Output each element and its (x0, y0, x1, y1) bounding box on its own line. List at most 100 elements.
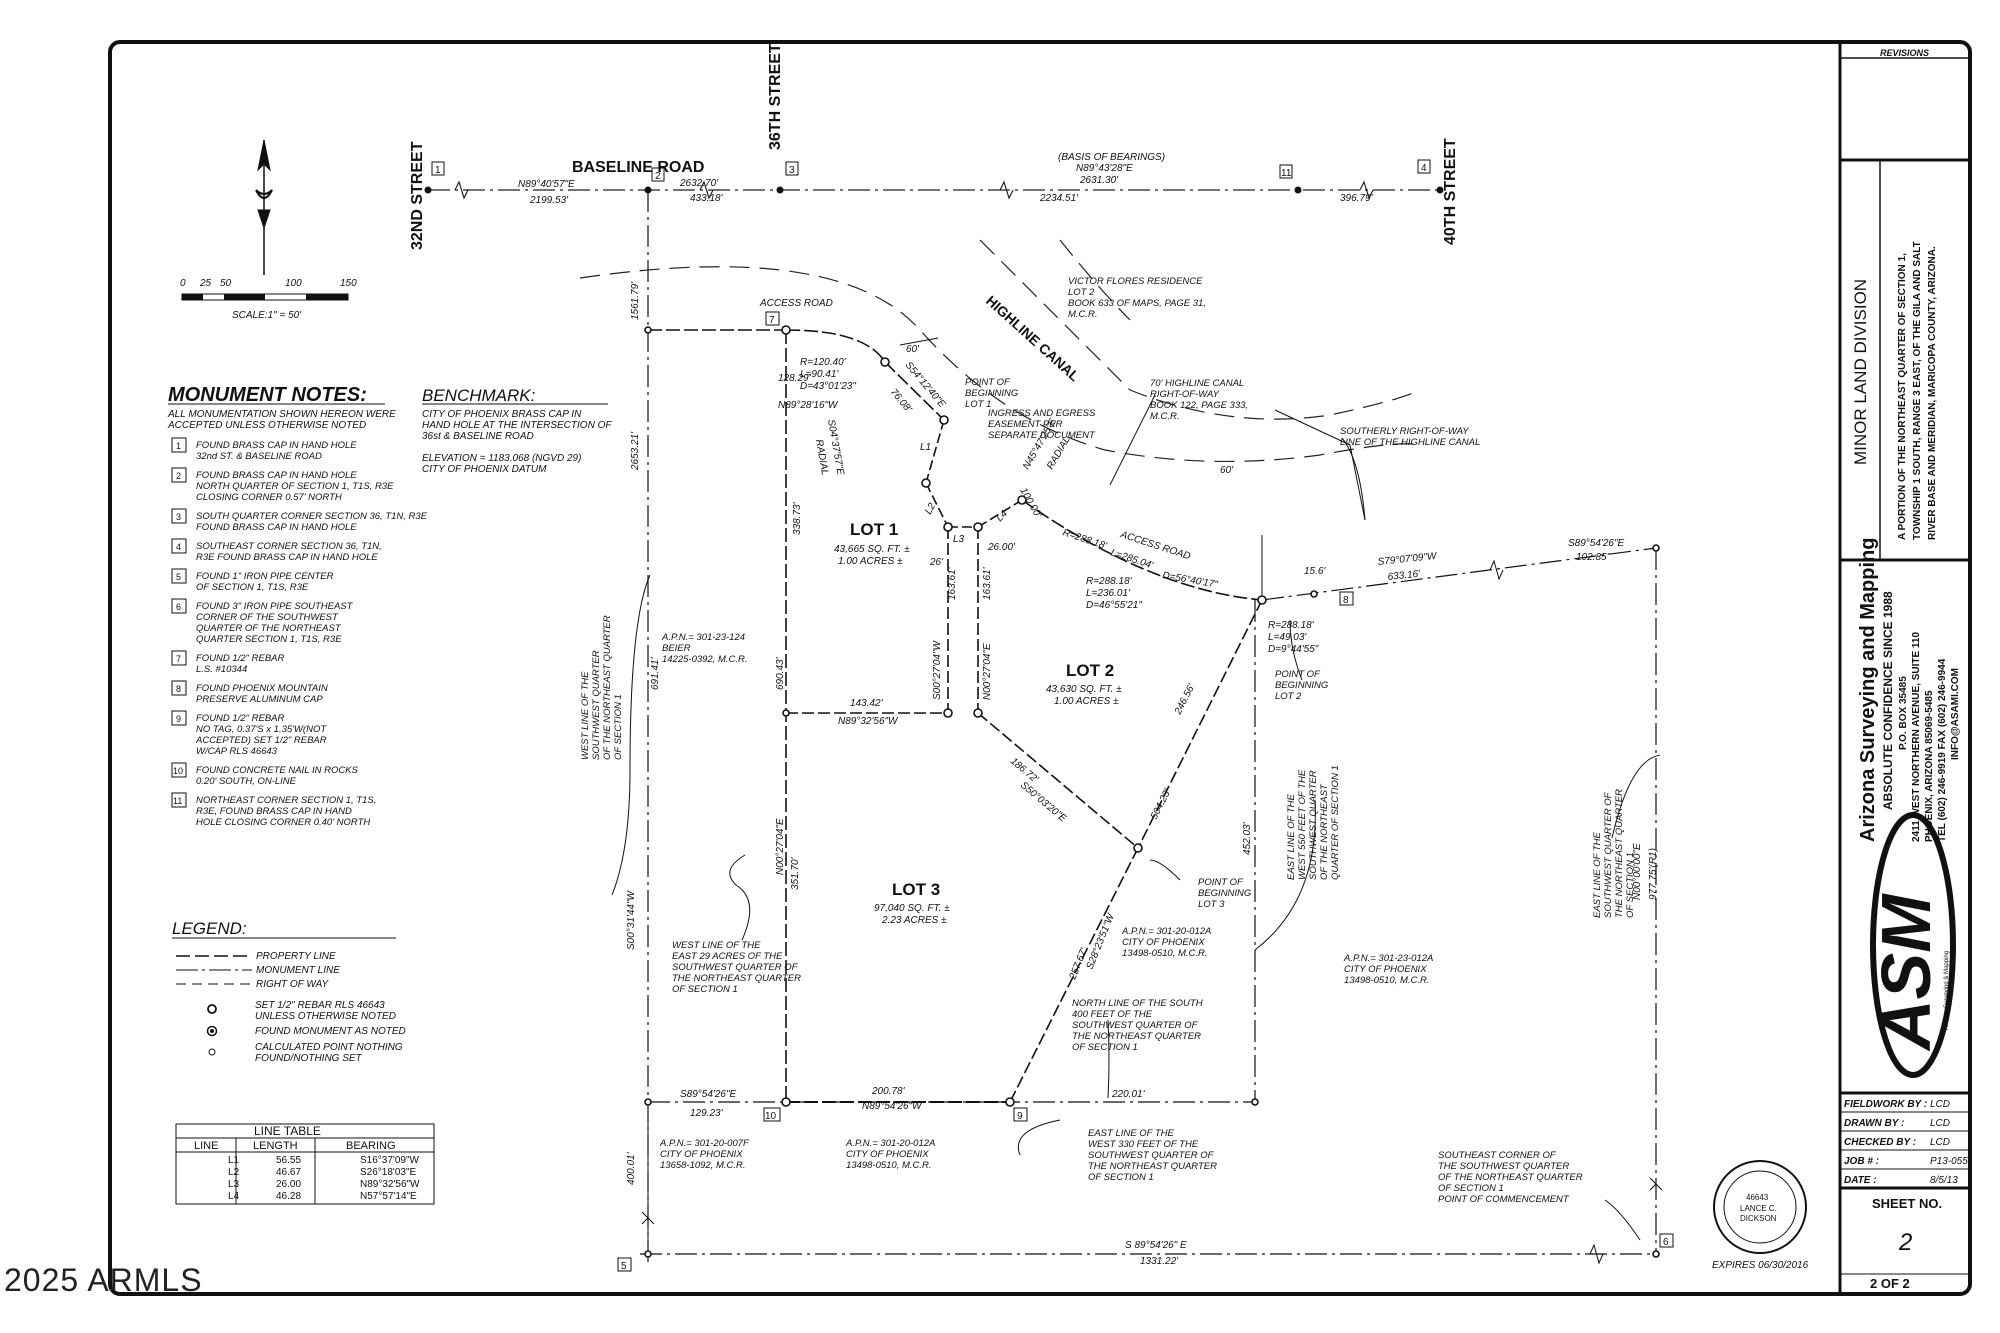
apn-301-23-124-line: A.P.N.= 301-23-124 (661, 632, 745, 643)
west-29-acres-line: THE NORTHEAST QUARTER (672, 973, 801, 984)
mon-tag-9: 9 (1017, 1111, 1023, 1122)
southerly-row-line: LINE OF THE HIGHLINE CANAL (1340, 437, 1480, 448)
north-400-feet-line: NORTH LINE OF THE SOUTH (1072, 998, 1203, 1009)
apn-301-20-012a-bot-line: A.P.N.= 301-20-012A (845, 1138, 935, 1149)
monument-note-text: PRESERVE ALUMINUM CAP (196, 694, 323, 705)
east-line-sw-line: SOUTHWEST QUARTER OF (1603, 791, 1614, 918)
scale-tick-150: 150 (340, 278, 357, 289)
benchmark-line-5: ELEVATION = 1183.068 (NGVD 29) (422, 453, 581, 464)
access-road-label: ACCESS ROAD (759, 298, 833, 309)
dim-26-00: 26.00' (987, 542, 1016, 553)
dim-top3: 2234.51' (1039, 193, 1079, 204)
west-29-acres-line: WEST LINE OF THE (672, 940, 761, 951)
monument-note-number: 11 (173, 796, 182, 806)
west-line-sw-line: OF SECTION 1 (613, 694, 624, 760)
title-field-label: DATE : (1844, 1175, 1877, 1186)
monument-note-box (171, 710, 187, 726)
dim-1561: 1561.79' (630, 281, 641, 320)
monument-note-text: CLOSING CORNER 0.57' NORTH (196, 492, 342, 503)
benchmark: BENCHMARK: CITY OF PHOENIX BRASS CAP IN … (422, 386, 612, 475)
company-name: Arizona Surveying and Mapping (1857, 538, 1879, 842)
monument-note-text: 0.20' SOUTH, ON-LINE (196, 776, 297, 787)
dim-7608: 76.08' (888, 387, 914, 416)
dim-top1-bearing: N89°40'57"E (518, 179, 575, 190)
dim-n892816: N89°28'16"W (778, 400, 839, 411)
pob-lot3-line: LOT 3 (1198, 899, 1225, 910)
desc-line-1: A PORTION OF THE NORTHEAST QUARTER OF SE… (1897, 253, 1908, 540)
dim-69043: 690.43' (775, 656, 786, 690)
west-29-acres-line: SOUTHWEST QUARTER OF (672, 962, 799, 973)
dim-s895426-b: S89°54'26"E (680, 1089, 736, 1100)
sheet-title: MINOR LAND DIVISION (1851, 279, 1870, 465)
monument-note-text: FOUND BRASS CAP IN HAND HOLE (196, 440, 357, 451)
monument-note-box (171, 508, 187, 524)
basis-length: 2631.30' (1079, 175, 1119, 186)
line-table-bearing: S26°18'03"E (360, 1167, 416, 1178)
dim-top1-length: 2199.53' (529, 195, 569, 206)
monument-notes-title: MONUMENT NOTES: (168, 384, 367, 406)
monument-note-text: FOUND 3" IRON PIPE SOUTHEAST (196, 601, 354, 612)
north-400-feet-line: THE NORTHEAST QUARTER (1072, 1031, 1201, 1042)
address-1: P.O. BOX 35485 (1898, 676, 1909, 750)
monument-note-box (171, 467, 187, 483)
north-400-feet-line: OF SECTION 1 (1072, 1042, 1138, 1053)
armls-watermark: 2025 ARMLS (4, 1262, 203, 1298)
legend-sym3-l2: FOUND/NOTHING SET (255, 1053, 363, 1064)
dim-s500320: S50°03'20"E (1018, 780, 1068, 825)
pob-lot1-line: LOT 1 (965, 399, 991, 410)
dim-133122: 1331.22' (1140, 1256, 1179, 1267)
dim-s790709: S79°07'09"W (1377, 551, 1438, 568)
west-line-sw-line: OF THE NORTHEAST QUARTER (602, 615, 613, 760)
monument-note-number: 9 (176, 714, 181, 724)
property-lines (640, 190, 1663, 1265)
legend-sym1-l2: UNLESS OTHERWISE NOTED (255, 1011, 396, 1022)
dim-n000000: N00°00'00"E (1632, 843, 1643, 900)
apn-301-20-012a-mid-line: A.P.N.= 301-20-012A (1121, 926, 1211, 937)
dim-22001: 220.01' (1111, 1089, 1146, 1100)
apn-301-20-012a-mid-line: 13498-0510, M.C.R. (1122, 948, 1208, 959)
curve3-d: D=9°44'55" (1268, 644, 1319, 655)
apn-301-20-007f-line: 13658-1092, M.C.R. (660, 1160, 746, 1171)
dim-50423: 504.23' (1149, 786, 1174, 821)
monument-note-text: W/CAP RLS 46643 (196, 746, 278, 757)
monument-note-text: 32nd ST. & BASELINE ROAD (196, 451, 322, 462)
benchmark-line-2: HAND HOLE AT THE INTERSECTION OF (422, 420, 612, 431)
mon-tag-1: 1 (435, 165, 441, 176)
line-table-bearing: S16°37'09"W (360, 1155, 419, 1166)
monument-notes: MONUMENT NOTES: ALL MONUMENTATION SHOWN … (167, 384, 428, 828)
lot1-name: LOT 1 (850, 520, 898, 539)
section-line-top (428, 180, 1440, 200)
baseline-road: BASELINE ROAD (572, 159, 704, 176)
dim-12829: 128.29' (778, 373, 812, 384)
dim-15-6: 15.6' (1304, 566, 1326, 577)
lot1-acres: 1.00 ACRES ± (838, 556, 903, 567)
apn-301-20-007f-line: A.P.N.= 301-20-007F (659, 1138, 750, 1149)
dim-69141: 691.41' (650, 656, 661, 690)
company-logo-sub: Arizona Surveying & Mapping (1944, 951, 1950, 1030)
basis-bearing: N89°43'28"E (1076, 163, 1133, 174)
title-field-label: DRAWN BY : (1844, 1118, 1904, 1129)
monument-note-text: HOLE CLOSING CORNER 0.40' NORTH (196, 817, 370, 828)
ingress-egress-line: EASEMENT PER (988, 419, 1063, 430)
curve1-r: R=120.40' (800, 357, 847, 368)
dim-12923: 129.23' (690, 1108, 724, 1119)
monument-note-text: NORTH QUARTER OF SECTION 1, T1S, R3E (196, 481, 394, 492)
se-corner-line: SOUTHEAST CORNER OF (1438, 1150, 1557, 1161)
mon-tag-6: 6 (1663, 1237, 1669, 1248)
title-field-value: 8/5/13 (1930, 1175, 1958, 1186)
line-l4: L4 (994, 508, 1010, 524)
monument-note-text: FOUND BRASS CAP IN HAND HOLE (196, 522, 357, 533)
leader-lines (611, 337, 1661, 1241)
lot3-acres: 2.23 ACRES ± (881, 915, 947, 926)
east-550-feet-line: WEST 550 FEET OF THE (1297, 769, 1308, 880)
east-330-feet-line: EAST LINE OF THE (1088, 1128, 1175, 1139)
address-3: PHOENIX, ARIZONA 85069-5485 (1924, 690, 1935, 842)
dim-n002704-b: N00°27'04"E (775, 818, 786, 875)
seal-name2: DICKSON (1740, 1214, 1777, 1223)
dim-16361-b: 163.61' (982, 566, 993, 600)
dim-35170: 351.70' (790, 856, 801, 890)
north-400-feet-line: 400 FEET OF THE (1072, 1009, 1153, 1020)
monument-note-text: QUARTER SECTION 1, T1S, R3E (196, 634, 342, 645)
curve2-d: D=46°55'21" (1086, 600, 1142, 611)
